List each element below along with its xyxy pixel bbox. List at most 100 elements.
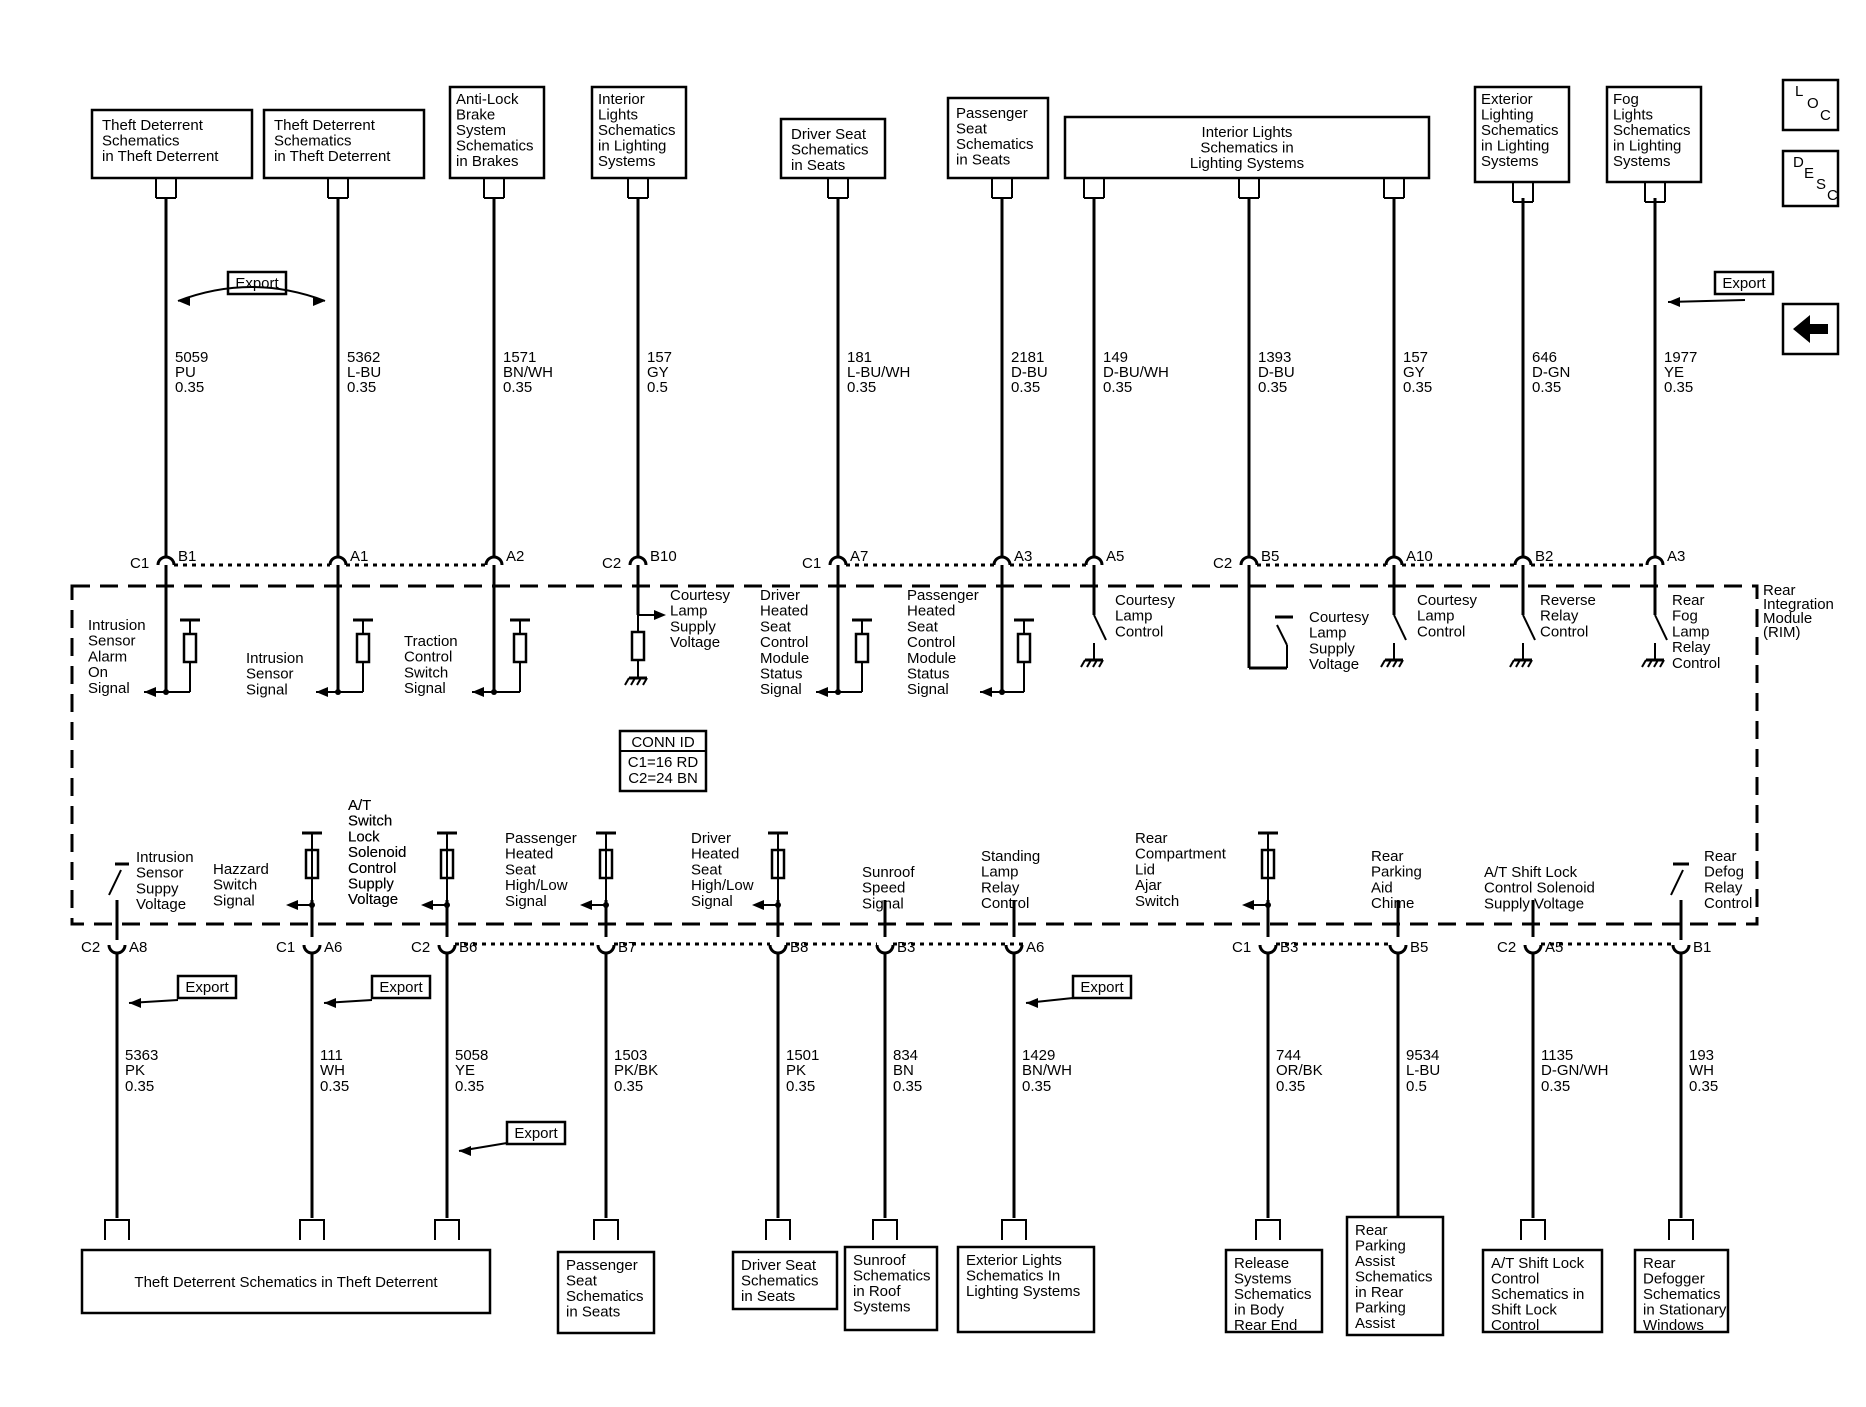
signal-label: Control [760,634,808,651]
ground-icon [636,677,642,686]
loc-button[interactable] [1781,78,1840,132]
wire-color: PU [175,364,196,381]
source-schematic-box[interactable] [90,108,254,180]
source-schematic-box[interactable] [779,117,887,180]
dest-box-text: Seat [566,1273,598,1290]
wire-size: 0.35 [1403,379,1432,396]
destination-schematic-box[interactable] [556,1250,656,1335]
circuit-number: 1501 [786,1047,819,1064]
signal-arrow-icon [472,687,484,697]
switch-icon [108,869,122,896]
signal-label: Courtesy [1309,609,1370,626]
circuit-number: 5362 [347,349,380,366]
signal-label: Aid [1371,879,1393,896]
destination-schematic-box[interactable] [1633,1248,1730,1334]
desc-letter: D [1793,154,1804,171]
destination-schematic-box[interactable] [843,1245,939,1332]
source-box-text: Systems [1613,153,1671,170]
source-schematic-box[interactable] [262,108,426,180]
source-schematic-box[interactable] [1605,85,1703,184]
conn-id-title: CONN ID [631,734,695,751]
junction-dot [775,902,781,908]
wire-size: 0.35 [455,1078,484,1095]
dest-box-text: in Stationary [1643,1302,1727,1319]
source-box-text: Lighting [1481,107,1534,124]
wire-size: 0.35 [320,1078,349,1095]
dest-box-text: in Seats [741,1288,795,1305]
source-box-text: Schematics [1613,122,1691,139]
dest-box-text: Parking [1355,1238,1406,1255]
harness-connector-stub [765,1219,791,1240]
source-box-text: in Lighting [1481,138,1549,155]
wire-color: D-BU/WH [1103,364,1169,381]
signal-label: Courtesy [670,587,731,604]
signal-label: Rear [1371,848,1404,865]
wire-color: D-GN/WH [1541,1062,1609,1079]
signal-label: Sensor [88,633,136,650]
signal-label: Standing [981,848,1040,865]
destination-schematic-box[interactable] [80,1248,492,1315]
export-label: Export [1722,275,1766,292]
harness-connector-stub [1083,178,1105,199]
connector-id: C1 [1232,939,1251,956]
source-schematic-box[interactable] [946,96,1050,180]
wire-size: 0.35 [1258,379,1287,396]
wire-color: PK [786,1062,806,1079]
pin-id: B5 [1261,548,1279,565]
dest-box-text: Release [1234,1255,1289,1272]
switch-icon [1670,869,1684,896]
pin-id: A5 [1545,939,1563,956]
signal-label: Lamp [1115,608,1153,625]
source-box-text: Schematics [274,133,352,150]
signal-label: Supply [1309,640,1355,657]
connector-pin-icon [1239,555,1259,566]
switch-icon [1093,614,1107,641]
ground-icon [1653,659,1659,668]
source-schematic-box[interactable] [590,85,688,180]
source-schematic-box[interactable] [1473,85,1571,184]
pin-id: B1 [1693,939,1711,956]
connector-pin-icon [1671,944,1691,955]
export-tag [505,1120,567,1146]
signal-label: Module [907,650,956,667]
destination-schematic-box[interactable] [956,1245,1096,1334]
destination-schematic-box[interactable] [1481,1248,1604,1334]
source-box-text: Interior Lights [1202,124,1293,141]
signal-label: Voltage [1309,656,1359,673]
junction-dot [1265,902,1271,908]
source-box-text: Systems [598,153,656,170]
harness-connector-stub [991,178,1013,199]
circuit-number: 1429 [1022,1047,1055,1064]
export-arrow [177,286,326,302]
switch-icon [1276,624,1288,646]
source-box-text: Lights [1613,107,1653,124]
destination-schematic-box[interactable] [731,1250,839,1311]
junction-dot [309,902,315,908]
wire-color: D-GN [1532,364,1570,381]
source-box-text: Exterior [1481,91,1533,108]
source-schematic-box[interactable] [448,85,546,180]
desc-button[interactable] [1781,149,1840,208]
pin-id: A5 [1106,548,1124,565]
arrowhead [1026,998,1038,1008]
signal-label: Control [1672,655,1720,672]
source-box-text: in Brakes [456,153,519,170]
ground-icon [1509,659,1515,668]
circuit-number: 1135 [1541,1047,1573,1064]
signal-label: Courtesy [1115,592,1176,609]
source-box-text: in Seats [956,152,1010,169]
destination-schematic-box[interactable] [1345,1215,1445,1337]
signal-label: Supply [670,618,716,635]
wire-color: PK [125,1062,145,1079]
source-box-text: Lights [598,107,638,124]
signal-label: Voltage [348,891,398,908]
wire-size: 0.35 [347,379,376,396]
connector-pin-icon [1388,944,1408,955]
pin-id: B5 [1410,939,1428,956]
destination-schematic-box[interactable] [1224,1248,1324,1334]
source-box-text: Brake [456,107,495,124]
source-schematic-box[interactable] [1063,115,1431,180]
signal-label: Signal [862,895,904,912]
connector-id: C2 [602,555,621,572]
harness-connector-stub [1001,1219,1027,1240]
